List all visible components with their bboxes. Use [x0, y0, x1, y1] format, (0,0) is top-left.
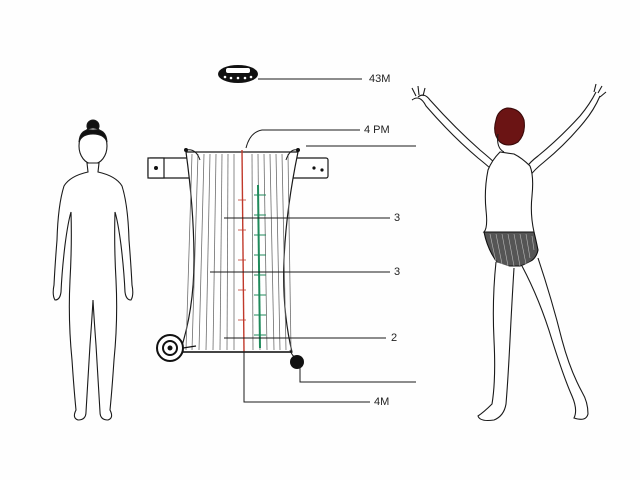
green-scale-line	[257, 184, 261, 349]
oval-device-window	[226, 68, 250, 73]
shorts-stripes	[489, 233, 535, 267]
left-human-figure	[52, 119, 134, 421]
body-outline	[52, 162, 134, 421]
right-arm-inner	[529, 95, 601, 177]
leader-bar	[245, 129, 360, 149]
bottom-right-weight	[290, 355, 304, 369]
leader-bottom	[243, 352, 370, 403]
leader-lines	[210, 78, 416, 403]
left-hand	[411, 85, 426, 97]
red-center-line	[241, 149, 245, 353]
left-arm-inner	[411, 97, 493, 171]
bar-left-pin	[154, 166, 158, 170]
label-upper: 3	[394, 212, 401, 224]
center-device	[147, 148, 329, 369]
hair	[78, 129, 108, 143]
right-leg	[521, 257, 589, 420]
left-arm	[417, 94, 498, 166]
bar-right-dot-2	[320, 168, 324, 172]
wheel-hub	[167, 345, 173, 351]
oval-device-dots	[223, 75, 253, 80]
top-left-clip	[184, 148, 188, 152]
face	[497, 133, 505, 153]
top-right-clip	[296, 148, 300, 152]
right-human-figure	[411, 83, 607, 422]
right-arm	[525, 91, 597, 169]
green-scale-ticks	[254, 194, 266, 336]
right-hand	[593, 83, 607, 98]
label-top-device: 43M	[369, 73, 391, 85]
label-bottom: 4M	[374, 396, 390, 408]
label-lower: 2	[391, 332, 398, 344]
label-middle: 3	[394, 266, 401, 278]
top-device	[218, 65, 258, 83]
red-scale-ticks	[238, 199, 246, 321]
hourglass-body	[179, 151, 299, 353]
wheel-axle	[182, 345, 197, 349]
bar-right-dot-1	[312, 166, 316, 170]
hair-red	[494, 107, 525, 146]
left-leg	[477, 261, 515, 422]
leader-weight	[299, 366, 416, 383]
torso	[482, 151, 535, 233]
label-bar: 4 PM	[364, 124, 390, 136]
oval-device	[218, 65, 258, 83]
vertical-stripes	[185, 153, 292, 351]
